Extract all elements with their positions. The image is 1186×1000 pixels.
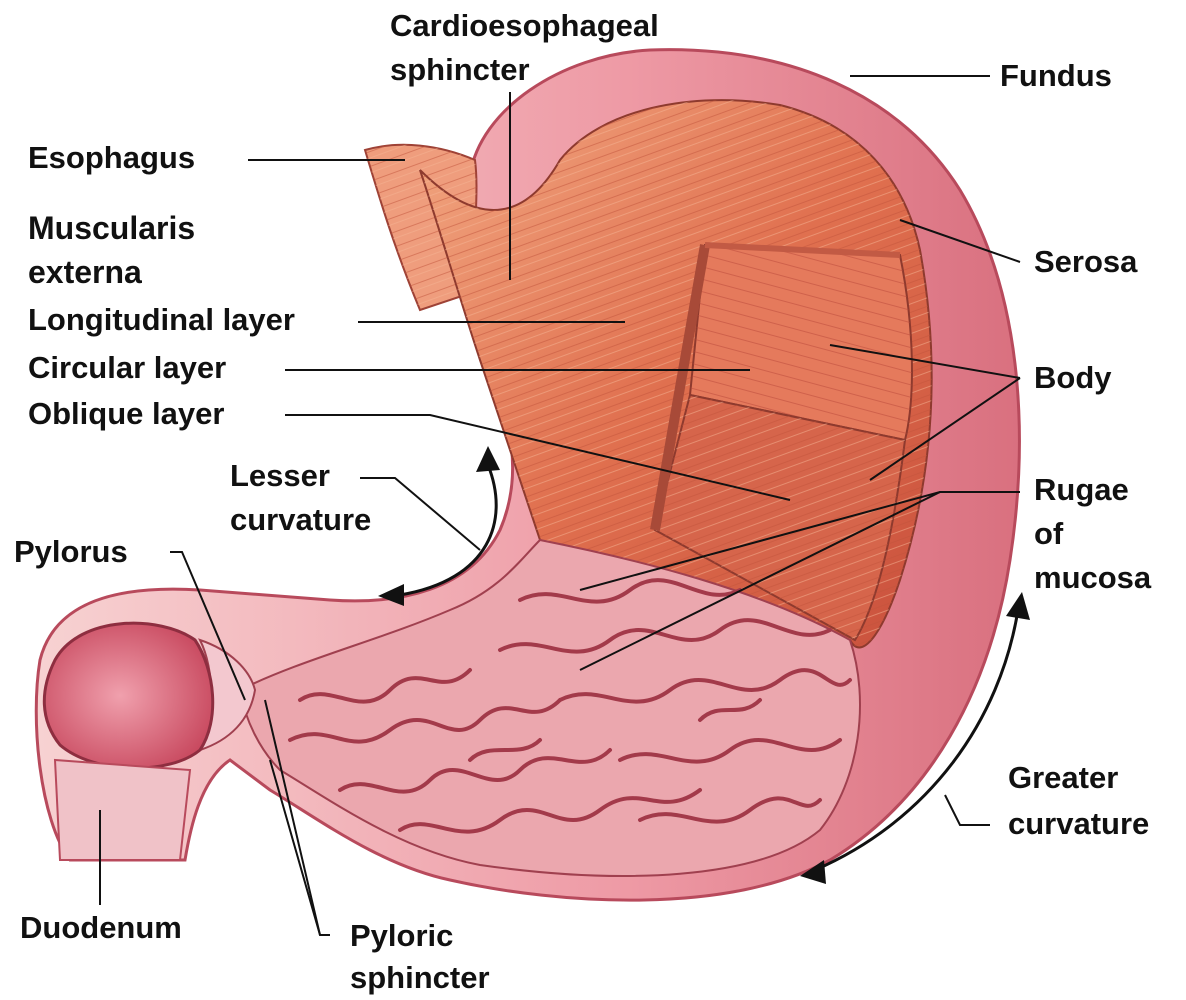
label-circular-layer: Circular layer	[28, 350, 226, 386]
label-body: Body	[1034, 360, 1112, 396]
label-greater-curvature: curvature	[1008, 806, 1149, 842]
label-pylorus: Pylorus	[14, 534, 128, 570]
label-lesser-curvature: curvature	[230, 502, 371, 538]
label-cardioesophageal-line2: sphincter	[390, 52, 530, 88]
label-muscularis: Muscularis	[28, 210, 195, 246]
label-rugae-mucosa: mucosa	[1034, 560, 1151, 596]
label-esophagus: Esophagus	[28, 140, 195, 176]
label-rugae: Rugae	[1034, 472, 1129, 508]
label-fundus: Fundus	[1000, 58, 1112, 94]
label-pyloric-sphincter: sphincter	[350, 960, 490, 996]
greater-arrowhead-top	[1006, 592, 1030, 620]
label-lesser: Lesser	[230, 458, 330, 494]
label-duodenum: Duodenum	[20, 910, 182, 946]
duodenum-shape	[44, 623, 212, 768]
label-externa: externa	[28, 254, 142, 290]
label-cardioesophageal: Cardioesophageal	[390, 8, 659, 44]
lesser-arrowhead-top	[476, 446, 500, 472]
label-oblique-layer: Oblique layer	[28, 396, 224, 432]
label-longitudinal-layer: Longitudinal layer	[28, 302, 295, 338]
label-serosa: Serosa	[1034, 244, 1137, 280]
label-pyloric: Pyloric	[350, 918, 453, 954]
label-greater: Greater	[1008, 760, 1118, 796]
label-rugae-of: of	[1034, 516, 1063, 552]
